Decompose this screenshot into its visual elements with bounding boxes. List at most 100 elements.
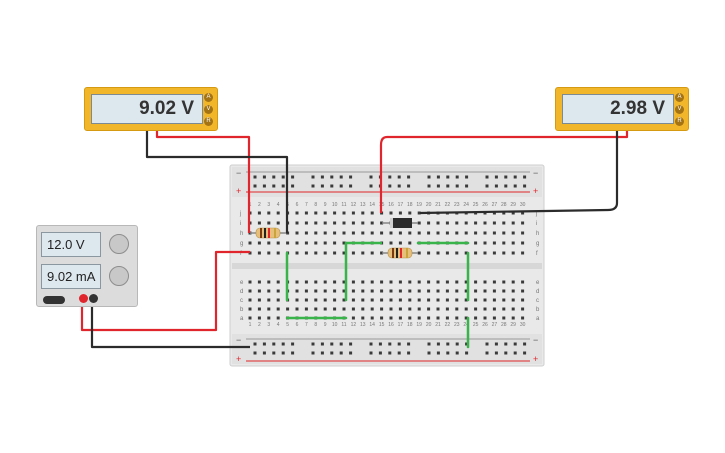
voltage-knob[interactable] <box>109 234 129 254</box>
breadboard-hole <box>492 241 496 245</box>
breadboard-hole <box>314 280 318 284</box>
row-label: g <box>240 241 243 247</box>
mode-button-resistance[interactable]: R <box>204 117 213 126</box>
breadboard-hole <box>276 241 280 245</box>
breadboard-hole <box>257 298 261 302</box>
breadboard-hole <box>361 316 365 320</box>
breadboard-hole <box>408 307 412 311</box>
wire-left-meter-red <box>155 130 251 233</box>
column-label: 26 <box>482 202 488 208</box>
breadboard-hole <box>323 289 327 293</box>
power-supply[interactable]: 12.0 V 9.02 mA <box>36 225 138 307</box>
rail-hole <box>388 351 392 355</box>
rail-hole <box>407 351 411 355</box>
breadboard-hole <box>342 241 346 245</box>
rail-hole <box>494 184 498 188</box>
rail-hole <box>407 342 411 346</box>
rail-hole <box>455 351 459 355</box>
row-label: i <box>536 221 537 227</box>
breadboard-holes[interactable] <box>248 175 527 355</box>
breadboard-hole <box>521 241 525 245</box>
breadboard-hole <box>323 307 327 311</box>
rail-hole <box>455 184 459 188</box>
external-wires[interactable] <box>80 130 629 349</box>
breadboard-hole <box>267 211 271 215</box>
rail-hole <box>513 184 517 188</box>
multimeter-right-mode-buttons[interactable]: A V R <box>675 93 685 129</box>
breadboard-hole <box>314 307 318 311</box>
breadboard-hole <box>464 280 468 284</box>
breadboard-hole <box>248 289 252 293</box>
breadboard-hole <box>398 298 402 302</box>
rail-hole <box>494 342 498 346</box>
power-switch[interactable] <box>43 296 65 304</box>
mode-button-amps[interactable]: A <box>675 93 684 102</box>
breadboard-hole <box>502 221 506 225</box>
multimeter-left[interactable]: 9.02 V A V R <box>84 87 218 131</box>
breadboard-hole <box>445 280 449 284</box>
breadboard-hole <box>342 211 346 215</box>
breadboard-hole <box>511 316 515 320</box>
rail-hole <box>523 175 527 179</box>
mode-button-volts[interactable]: V <box>675 105 684 114</box>
breadboard-hole <box>455 316 459 320</box>
column-label: 1 <box>249 202 252 208</box>
rail-hole <box>262 342 266 346</box>
breadboard-hole <box>521 221 525 225</box>
mode-button-resistance[interactable]: R <box>675 117 684 126</box>
breadboard-hole <box>370 307 374 311</box>
current-knob[interactable] <box>109 266 129 286</box>
rail-hole <box>494 175 498 179</box>
rail-hole <box>272 175 276 179</box>
rail-hole <box>311 184 315 188</box>
rail-hole <box>397 175 401 179</box>
breadboard-hole <box>427 298 431 302</box>
rail-hole <box>504 342 508 346</box>
mode-button-volts[interactable]: V <box>204 105 213 114</box>
breadboard-hole <box>389 307 393 311</box>
green-jumpers[interactable] <box>285 241 470 349</box>
breadboard-hole <box>474 316 478 320</box>
breadboard-hole <box>427 280 431 284</box>
breadboard-hole <box>492 251 496 255</box>
row-label: g <box>536 241 539 247</box>
column-label: 23 <box>454 202 460 208</box>
breadboard-hole <box>436 298 440 302</box>
column-label: 14 <box>369 202 375 208</box>
rail-hole <box>455 175 459 179</box>
rail-hole <box>253 184 257 188</box>
breadboard-hole <box>483 307 487 311</box>
column-label: 13 <box>360 322 366 328</box>
breadboard-hole <box>398 289 402 293</box>
column-label: 28 <box>501 202 507 208</box>
breadboard-hole <box>436 251 440 255</box>
rail-hole <box>436 342 440 346</box>
diode[interactable] <box>382 218 418 228</box>
breadboard-hole <box>455 307 459 311</box>
breadboard-hole <box>389 280 393 284</box>
rail-hole <box>504 175 508 179</box>
rail-hole <box>388 175 392 179</box>
multimeter-left-mode-buttons[interactable]: A V R <box>204 93 214 129</box>
breadboard-hole <box>417 211 421 215</box>
breadboard-hole <box>464 251 468 255</box>
rail-hole <box>427 175 431 179</box>
terminal-positive[interactable] <box>79 294 88 303</box>
rail-hole <box>465 342 469 346</box>
multimeter-right[interactable]: 2.98 V A V R <box>555 87 689 131</box>
resistor-r1[interactable] <box>250 227 286 239</box>
rail-hole <box>397 184 401 188</box>
breadboard-hole <box>342 307 346 311</box>
breadboard-hole <box>511 251 515 255</box>
rail-hole <box>272 351 276 355</box>
resistor-r2[interactable] <box>382 247 418 259</box>
breadboard-hole <box>370 211 374 215</box>
terminal-negative[interactable] <box>89 294 98 303</box>
column-label: 25 <box>473 322 479 328</box>
breadboard-hole <box>521 231 525 235</box>
breadboard-hole <box>502 241 506 245</box>
breadboard-hole <box>455 251 459 255</box>
mode-button-amps[interactable]: A <box>204 93 213 102</box>
